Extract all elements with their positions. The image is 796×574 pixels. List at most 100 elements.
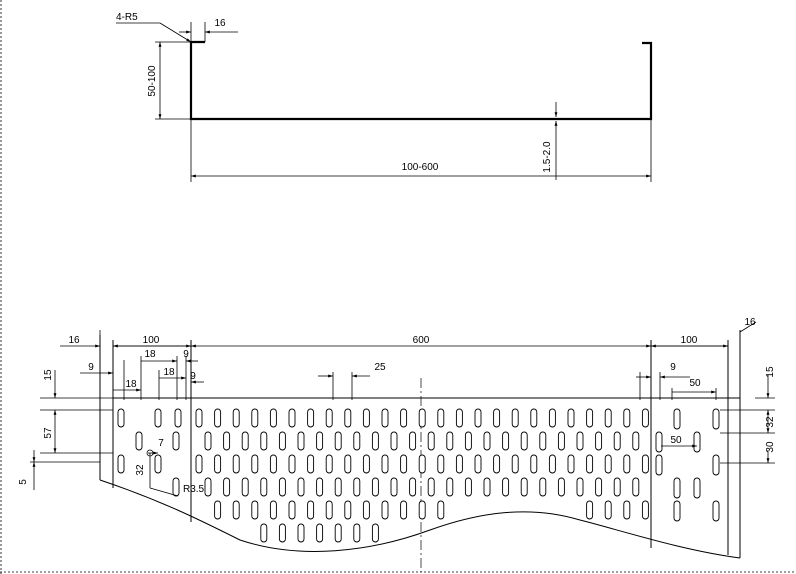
slot-pattern — [117, 408, 720, 543]
floor-slot — [455, 454, 463, 474]
floor-slot — [260, 431, 268, 451]
floor-slot — [390, 477, 398, 497]
floor-slot — [251, 454, 259, 474]
floor-slot — [502, 477, 510, 497]
floor-slot — [586, 500, 594, 520]
side-slot-right — [693, 477, 701, 499]
thickness-label: 1.5-2.0 — [542, 141, 553, 173]
floor-slot — [474, 454, 482, 474]
floor-slot — [362, 408, 370, 428]
floor-slot — [334, 477, 342, 497]
floor-slot — [437, 408, 445, 428]
floor-slot — [241, 477, 249, 497]
floor-slot — [260, 523, 268, 543]
floor-slot — [214, 500, 222, 520]
dim-right-50b: 50 — [670, 435, 682, 446]
floor-slot — [511, 408, 519, 428]
dim-right-9: 9 — [670, 362, 676, 373]
side-slot-left — [174, 408, 182, 428]
floor-slot — [400, 408, 408, 428]
side-slot-right — [673, 477, 681, 499]
side-slot-right — [673, 500, 681, 522]
floor-slot — [371, 523, 379, 543]
radius-label: 4-R5 — [116, 12, 138, 23]
floor-slot — [278, 523, 286, 543]
side-slot-right — [712, 454, 720, 476]
floor-slot — [195, 408, 203, 428]
side-slot-left — [135, 431, 143, 451]
floor-slot — [251, 500, 259, 520]
dim-right-30: 30 — [765, 441, 776, 453]
floor-slot — [307, 408, 315, 428]
dim-slot-pitch: 25 — [374, 362, 386, 373]
floor-slot — [520, 431, 528, 451]
dimension-line — [739, 321, 757, 333]
floor-slot — [297, 523, 305, 543]
floor-slot — [195, 454, 203, 474]
floor-slot — [334, 523, 342, 543]
floor-slot — [493, 408, 501, 428]
floor-slot — [288, 500, 296, 520]
floor-slot — [623, 454, 631, 474]
floor-slot — [371, 477, 379, 497]
floor-slot — [344, 408, 352, 428]
dim-left-18c: 18 — [163, 367, 175, 378]
dim-top-100-right: 100 — [681, 335, 698, 346]
floor-slot — [557, 431, 565, 451]
section-view: 4-R5 16 50-100 100-600 1.5-2.0 — [116, 12, 653, 182]
floor-slot — [548, 454, 556, 474]
plan-dimension-lines — [30, 321, 775, 497]
floor-slot — [539, 477, 547, 497]
dim-left-5: 5 — [18, 479, 29, 485]
side-slot-right — [712, 408, 720, 430]
dim-left-18a: 18 — [144, 349, 156, 360]
side-slot-right — [693, 431, 701, 453]
floor-slot — [260, 477, 268, 497]
dim-detail-r35: R3.5 — [183, 484, 205, 495]
floor-slot — [278, 431, 286, 451]
floor-slot — [641, 500, 649, 520]
dim-left-15: 15 — [43, 369, 54, 381]
floor-slot — [437, 500, 445, 520]
floor-slot — [400, 500, 408, 520]
floor-slot — [278, 477, 286, 497]
floor-slot — [232, 454, 240, 474]
dim-top-16-right: 16 — [744, 317, 756, 328]
floor-slot — [418, 454, 426, 474]
side-height-label: 50-100 — [147, 65, 158, 97]
floor-slot — [595, 477, 603, 497]
floor-slot — [390, 431, 398, 451]
floor-slot — [269, 408, 277, 428]
floor-slot — [418, 500, 426, 520]
floor-slot — [427, 477, 435, 497]
floor-slot — [623, 408, 631, 428]
floor-slot — [223, 477, 231, 497]
floor-slot — [632, 477, 640, 497]
dimension-line — [149, 487, 179, 497]
floor-slot — [409, 477, 417, 497]
floor-slot — [297, 431, 305, 451]
floor-slot — [353, 477, 361, 497]
dim-left-9b: 9 — [183, 349, 189, 360]
side-slot-left — [117, 454, 125, 474]
floor-slot — [307, 454, 315, 474]
floor-slot — [204, 477, 212, 497]
side-slot-left — [154, 454, 162, 474]
floor-slot — [530, 408, 538, 428]
floor-slot — [530, 454, 538, 474]
floor-slot — [511, 454, 519, 474]
floor-slot — [241, 431, 249, 451]
side-slot-right — [712, 500, 720, 522]
floor-slot — [623, 500, 631, 520]
floor-slot — [334, 431, 342, 451]
floor-slot — [400, 454, 408, 474]
floor-slot — [418, 408, 426, 428]
floor-slot — [483, 477, 491, 497]
floor-slot — [371, 431, 379, 451]
floor-slot — [632, 431, 640, 451]
width-label: 100-600 — [402, 162, 439, 173]
floor-slot — [325, 454, 333, 474]
floor-slot — [455, 408, 463, 428]
floor-slot — [362, 500, 370, 520]
